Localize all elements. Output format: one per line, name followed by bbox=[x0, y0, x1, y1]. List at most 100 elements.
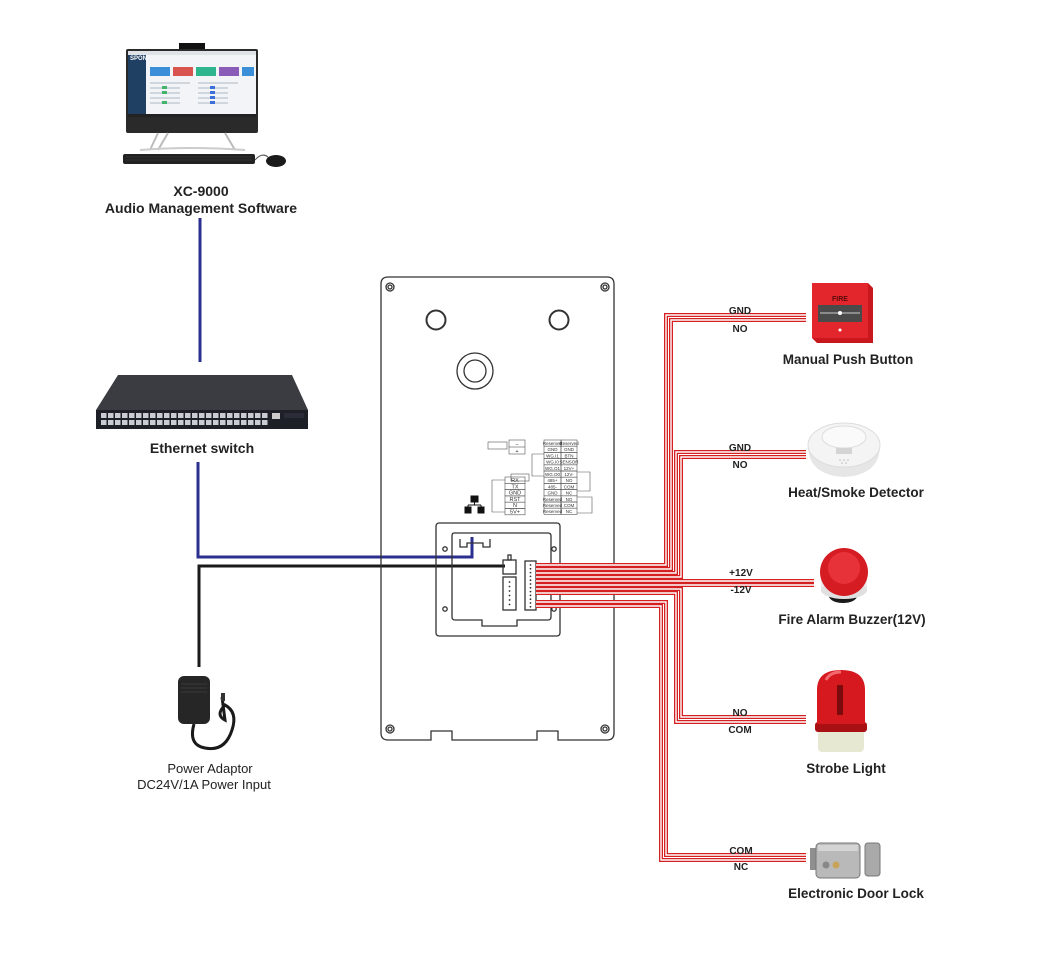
device-label: Fire Alarm Buzzer(12V) bbox=[778, 612, 925, 627]
switch-port bbox=[164, 420, 170, 425]
switch-port bbox=[108, 413, 114, 418]
terminal-right-label: COM bbox=[564, 503, 575, 508]
switch-port bbox=[199, 413, 205, 418]
terminal-pin bbox=[529, 571, 532, 574]
smoke-detector-icon bbox=[807, 422, 881, 477]
switch-port bbox=[171, 413, 177, 418]
switch-port bbox=[206, 413, 212, 418]
connector-pin bbox=[508, 599, 511, 601]
serial-pin-label: RST bbox=[510, 497, 522, 503]
terminal-right-label: 12V- bbox=[564, 472, 574, 477]
terminal-right-label: NO bbox=[566, 478, 573, 483]
terminal-pins bbox=[508, 564, 532, 608]
switch-port bbox=[115, 420, 121, 425]
pc-model-label: XC-9000 bbox=[173, 183, 228, 199]
wire-push-button-no bbox=[536, 318, 806, 571]
mount-hole bbox=[425, 309, 447, 331]
switch-front-panel bbox=[96, 410, 308, 429]
wire-label-gnd: GND bbox=[729, 443, 751, 454]
connector-pin bbox=[508, 590, 511, 592]
terminal-left-label: 485+ bbox=[547, 478, 558, 483]
switch-port bbox=[101, 420, 107, 425]
ethernet-switch: Ethernet switch bbox=[96, 375, 308, 456]
wire-label-nc: NC bbox=[734, 862, 748, 873]
switch-port bbox=[241, 420, 247, 425]
device-electronic-door-lock: COM NC Electronic Door Lock bbox=[729, 842, 924, 901]
serial-pin-label: 5V+ bbox=[510, 510, 520, 516]
terminal-pin bbox=[529, 567, 532, 570]
computer: SPON XC-9000 Audio Ma bbox=[105, 43, 297, 216]
pc-software-label: Audio Management Software bbox=[105, 200, 297, 216]
switch-port bbox=[255, 413, 261, 418]
switch-port bbox=[227, 413, 233, 418]
switch-port bbox=[150, 413, 156, 418]
terminal-left-label: GND bbox=[548, 491, 559, 496]
switch-port bbox=[115, 413, 121, 418]
switch-port bbox=[143, 413, 149, 418]
wire-label-com: COM bbox=[729, 846, 752, 857]
terminal-pin bbox=[529, 594, 532, 597]
terminal-pin bbox=[529, 583, 532, 585]
terminal-pin bbox=[529, 598, 532, 601]
device-label: Heat/Smoke Detector bbox=[788, 485, 925, 500]
terminal-left-label: Reserved bbox=[543, 509, 563, 514]
switch-port bbox=[171, 420, 177, 425]
strobe-light-icon bbox=[815, 670, 867, 752]
switch-port bbox=[248, 420, 254, 425]
switch-port bbox=[150, 420, 156, 425]
power-adaptor: Power Adaptor DC24V/1A Power Input bbox=[137, 676, 271, 792]
switch-port bbox=[101, 413, 107, 418]
device-strobe-light: NO COM Strobe Light bbox=[728, 670, 886, 776]
switch-port bbox=[248, 413, 254, 418]
switch-port bbox=[129, 413, 135, 418]
terminal-right-label: BTN bbox=[565, 453, 574, 458]
switch-port bbox=[178, 420, 184, 425]
serial-pin-label: N bbox=[513, 503, 517, 509]
switch-port bbox=[108, 420, 114, 425]
terminal-pin bbox=[529, 575, 532, 578]
terminal-pin bbox=[529, 605, 532, 608]
panel-outline bbox=[380, 276, 615, 741]
switch-port bbox=[255, 420, 261, 425]
fire-face-text: FIRE bbox=[832, 296, 848, 303]
device-manual-push-button: GND NO FIRE Manual Push Button bbox=[729, 283, 913, 367]
power-plus-label: + bbox=[515, 449, 518, 455]
main-panel bbox=[380, 276, 615, 741]
wire-label-minus-12v: -12V bbox=[730, 585, 751, 596]
switch-port bbox=[262, 420, 268, 425]
switch-port bbox=[164, 413, 170, 418]
connector-pin bbox=[508, 603, 511, 606]
screw-icon bbox=[385, 282, 610, 734]
terminal-right-label: GND bbox=[564, 447, 575, 452]
power-cable bbox=[197, 564, 505, 667]
terminal-left-label: WG.I0 bbox=[546, 460, 559, 465]
wire-push-button-gnd bbox=[536, 313, 806, 567]
switch-port bbox=[220, 420, 226, 425]
terminal-left-label: GND bbox=[548, 447, 559, 452]
terminal-left-label: WG.I1 bbox=[546, 453, 559, 458]
switch-port bbox=[234, 413, 240, 418]
connector-pin bbox=[508, 594, 511, 597]
mount-hole bbox=[548, 309, 570, 331]
wire-strobe-com bbox=[536, 591, 806, 724]
switch-port bbox=[213, 420, 219, 425]
webcam-icon bbox=[179, 43, 205, 49]
switch-port bbox=[241, 413, 247, 418]
switch-port bbox=[178, 413, 184, 418]
speaker-ring bbox=[456, 352, 494, 390]
terminal-left-label: WG.O1 bbox=[545, 466, 560, 471]
terminal-left-label: Reserved bbox=[543, 497, 563, 502]
wire-label-plus-12v: +12V bbox=[729, 568, 753, 579]
terminal-pin bbox=[529, 579, 532, 582]
terminal-right-label: NC bbox=[566, 491, 573, 496]
terminal-right-label: NC bbox=[566, 509, 573, 514]
switch-port bbox=[192, 420, 198, 425]
fire-call-point-icon: FIRE bbox=[812, 283, 873, 343]
terminal-left-label: WG.O0 bbox=[545, 472, 560, 477]
wire-smoke-no bbox=[536, 455, 806, 579]
switch-port bbox=[129, 420, 135, 425]
signal-wires bbox=[536, 313, 814, 862]
